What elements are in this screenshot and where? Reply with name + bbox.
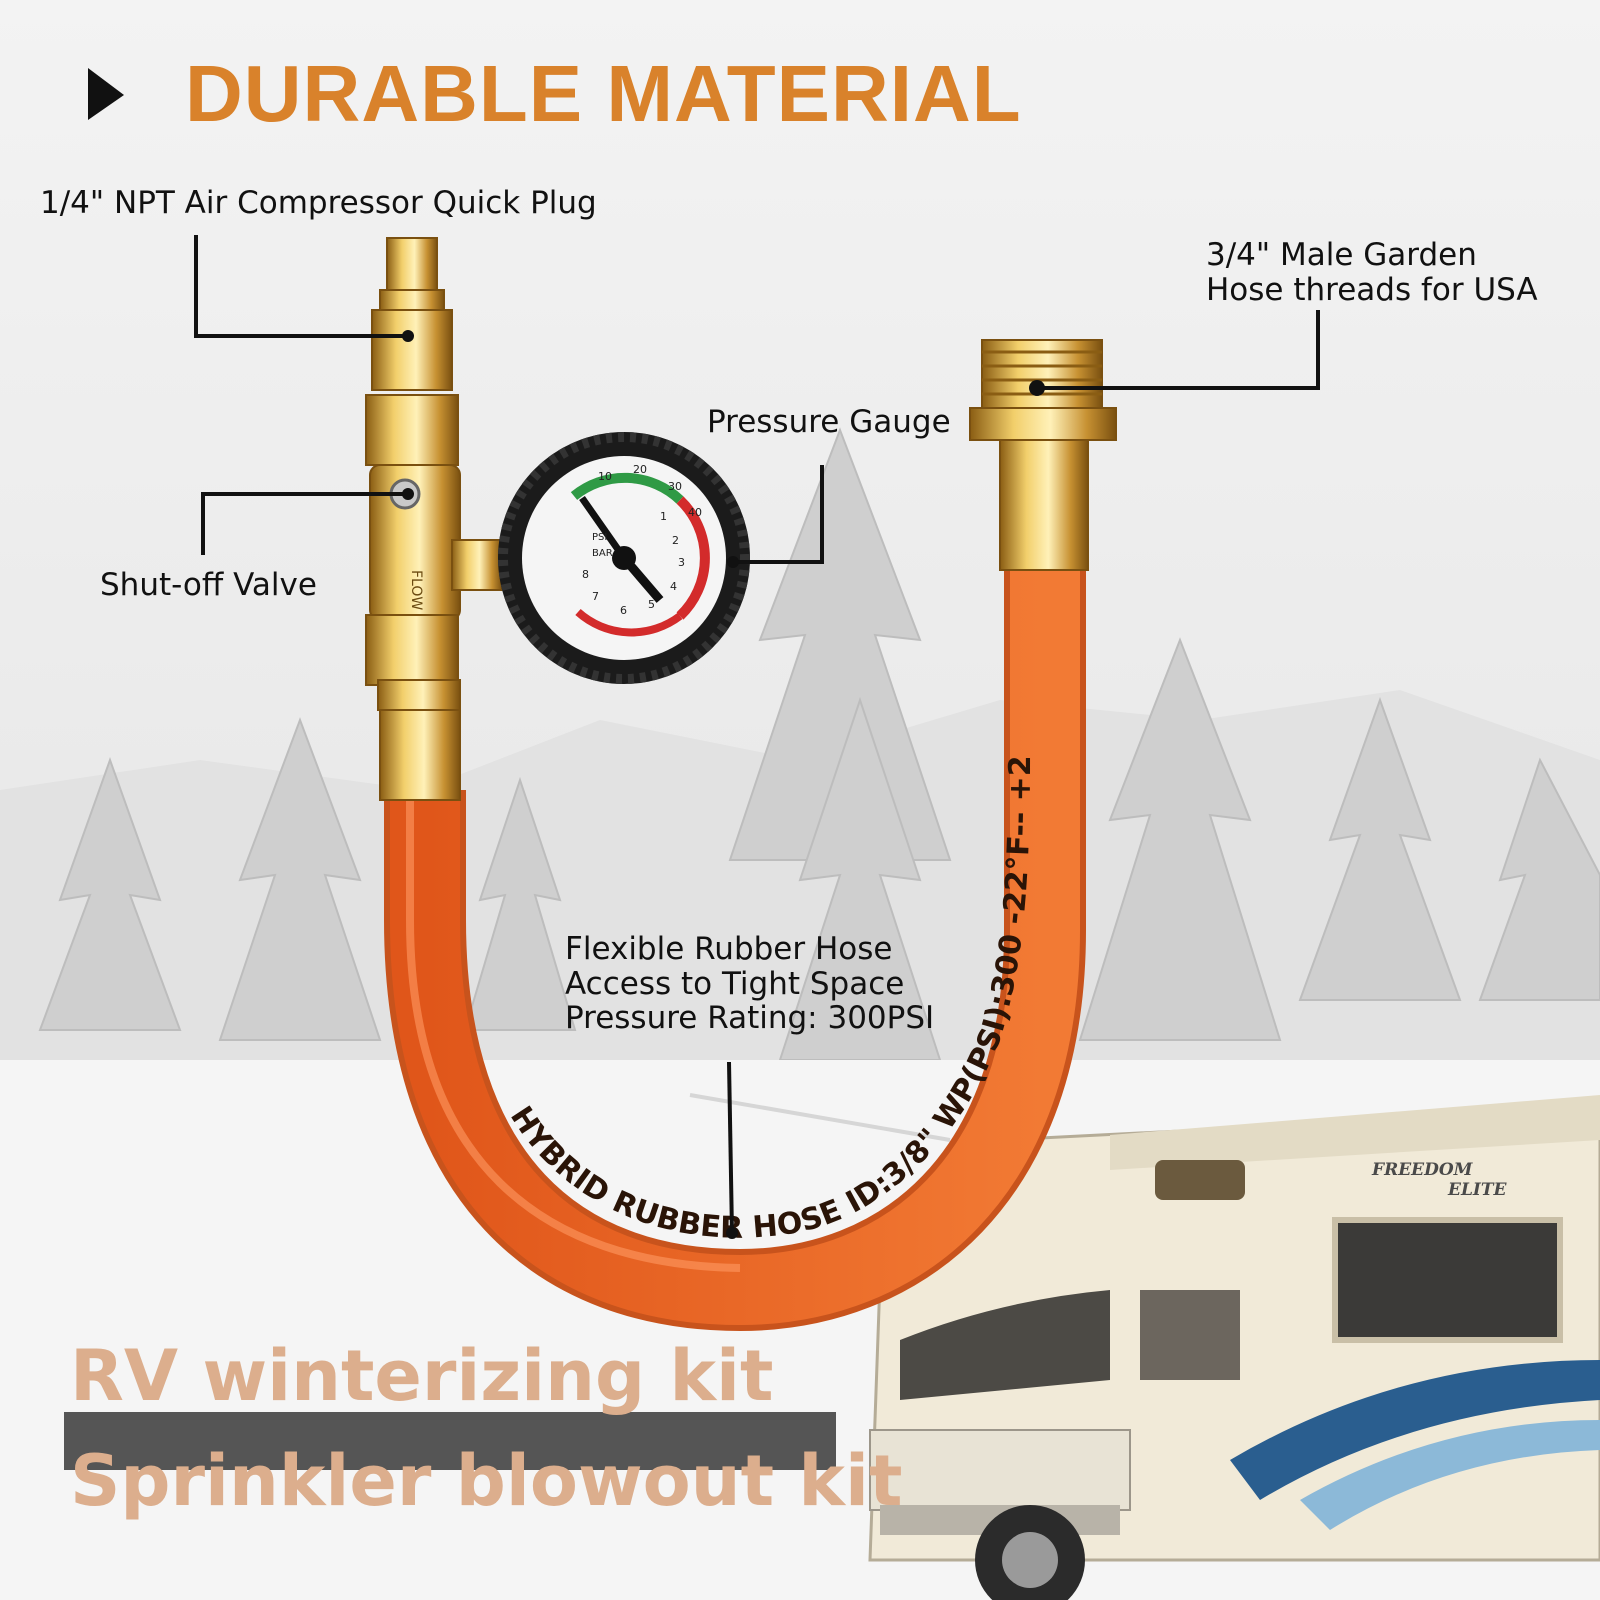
gauge-bar-tick: 8 xyxy=(582,568,589,581)
callout-pressure-gauge: Pressure Gauge xyxy=(707,404,951,440)
gauge-bar-tick: 2 xyxy=(672,534,679,547)
callout-garden-hose: 3/4" Male Garden Hose threads for USA xyxy=(1206,238,1538,307)
bottom-line-rv: RV winterizing kit xyxy=(70,1335,774,1417)
gauge-unit-bar: BAR xyxy=(592,548,613,559)
gauge-bar-tick: 3 xyxy=(678,556,685,569)
callout-dot-gauge xyxy=(727,556,739,568)
callout-rubber-hose: Flexible Rubber Hose Access to Tight Spa… xyxy=(565,932,934,1036)
gauge-bar-tick: 6 xyxy=(620,604,627,617)
callout-dot-garden-hose xyxy=(1029,380,1045,396)
callout-garden-hose-line2: Hose threads for USA xyxy=(1206,271,1538,308)
bottom-dark-band xyxy=(64,1412,836,1470)
gauge-psi-tick: 10 xyxy=(598,470,612,483)
gauge-bar-tick: 7 xyxy=(592,590,599,603)
callout-rubber-hose-line3: Pressure Rating: 300PSI xyxy=(565,1000,935,1037)
rv-logo-line1: FREEDOM xyxy=(1371,1160,1474,1180)
gauge-unit-psi: PSI xyxy=(592,532,607,543)
bottom-line-sprinkler: Sprinkler blowout kit xyxy=(70,1440,903,1522)
rv-illustration xyxy=(868,1095,1600,1600)
callout-rubber-hose-line1: Flexible Rubber Hose xyxy=(565,931,893,967)
rv-logo-line2: ELITE xyxy=(1447,1180,1508,1200)
callout-dot-rubber-hose xyxy=(726,1227,738,1239)
gauge-psi-tick: 30 xyxy=(668,480,682,493)
play-arrow-icon xyxy=(88,68,124,120)
pressure-gauge xyxy=(498,432,750,684)
gauge-bar-tick: 4 xyxy=(670,580,677,593)
callout-rubber-hose-line2: Access to Tight Space xyxy=(565,965,905,1002)
gauge-psi-tick: 40 xyxy=(688,506,702,519)
valve-flow-mark: FLOW xyxy=(408,570,424,610)
gauge-psi-tick: 20 xyxy=(633,463,647,476)
callout-dot-valve xyxy=(402,488,414,500)
right-brass-fitting xyxy=(969,339,1117,571)
callout-shutoff-valve: Shut-off Valve xyxy=(100,567,317,603)
callout-air-plug: 1/4" NPT Air Compressor Quick Plug xyxy=(40,185,597,221)
callout-garden-hose-line1: 3/4" Male Garden xyxy=(1206,237,1477,273)
headline: DURABLE MATERIAL xyxy=(185,49,1022,138)
gauge-bar-tick: 1 xyxy=(660,510,667,523)
left-brass-assembly xyxy=(365,237,503,801)
callout-dot-air-plug xyxy=(402,330,414,342)
gauge-bar-tick: 5 xyxy=(648,598,655,611)
